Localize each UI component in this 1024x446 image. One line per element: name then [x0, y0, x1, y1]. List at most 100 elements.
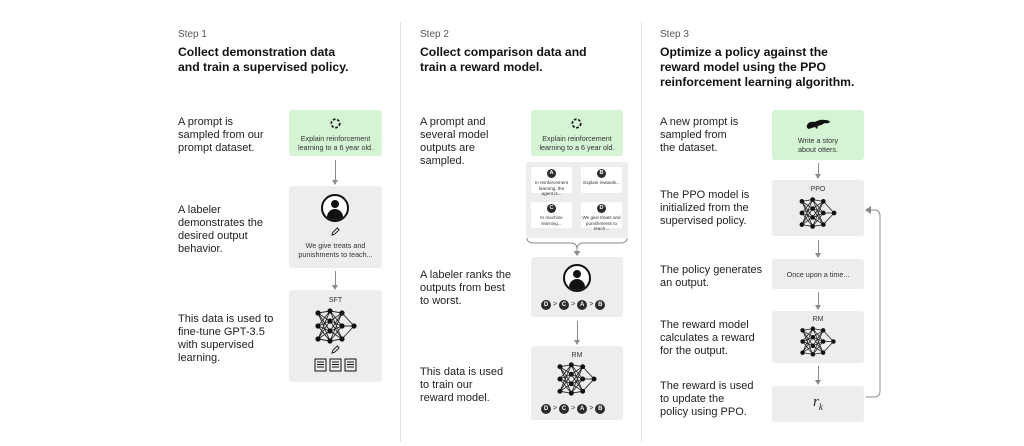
prompt-box: Explain reinforcement learning to a 6 ye…	[531, 110, 623, 156]
rank-badge: B	[595, 403, 606, 414]
openai-logo-icon	[571, 118, 582, 129]
rank-separator: >	[589, 301, 594, 308]
desc-line: to worst.	[420, 295, 462, 307]
output-letter-badge: B	[597, 169, 606, 178]
flow-arrow	[574, 321, 580, 345]
desc-line: sampled from our	[178, 129, 264, 141]
pencil-icon	[331, 345, 340, 354]
step-description: The reward model calculates a reward for…	[660, 319, 755, 358]
rank-badge: A	[577, 299, 588, 310]
rank-separator: >	[553, 405, 558, 412]
step-title: Collect comparison data and train a rewa…	[420, 45, 587, 75]
pencil-icon	[331, 227, 340, 236]
desc-line: sampled from	[660, 129, 727, 141]
output-text: We give treats and punishments to teach.…	[581, 215, 622, 232]
prompt-text: Explain reinforcement learning to a 6 ye…	[531, 134, 623, 152]
model-output-card: B Explain rewards...	[581, 167, 622, 193]
step-title-line: reinforcement learning algorithm.	[660, 75, 855, 89]
step-title: Collect demonstration data and train a s…	[178, 45, 348, 75]
desc-line: an output.	[660, 277, 709, 289]
rank-badge: C	[559, 299, 570, 310]
desc-line: for the output.	[660, 345, 728, 357]
prompt-text: Explain reinforcement learning to a 6 ye…	[289, 134, 382, 152]
desc-line: with supervised	[178, 339, 254, 351]
policy-output-text: Once upon a time...	[786, 270, 850, 279]
prompt-line: about otters.	[798, 145, 838, 154]
flow-arrow	[332, 271, 338, 290]
reward-symbol: rk	[813, 394, 823, 412]
model-output-card: A In reinforcement learning, the agent i…	[531, 167, 572, 196]
desc-line: The reward model	[660, 319, 749, 331]
desc-line: sampled.	[420, 155, 465, 167]
desc-line: behavior.	[178, 243, 223, 255]
desc-line: learning.	[178, 352, 221, 364]
desc-line: This data is used to	[178, 313, 274, 325]
rank-badge: A	[577, 403, 588, 414]
desc-line: The policy generates	[660, 264, 763, 276]
desc-line: outputs are	[420, 142, 476, 154]
labeler-ranking-box: D > C > A > B	[531, 257, 623, 317]
prompt-line: learning to a 6 year old.	[539, 143, 615, 152]
output-letter-badge: C	[547, 204, 556, 213]
output-line: learning...	[541, 220, 562, 226]
prompt-text: Write a story about otters.	[772, 136, 864, 154]
step-number: Step 2	[420, 29, 449, 40]
step-number: Step 1	[178, 29, 207, 40]
model-output-card: C In machine learning...	[531, 202, 572, 228]
output-line: punishments to	[585, 220, 618, 226]
output-letter-badge: A	[547, 169, 556, 178]
prompt-box: Write a story about otters.	[772, 110, 864, 160]
model-outputs-box: A In reinforcement learning, the agent i…	[526, 162, 628, 238]
step-title: Optimize a policy against the reward mod…	[660, 45, 854, 90]
desc-line: A labeler	[178, 204, 221, 216]
desc-line: A labeler ranks the	[420, 269, 512, 281]
model-label: RM	[571, 352, 583, 359]
openai-logo-icon	[330, 118, 341, 129]
reward-box: rk	[772, 386, 864, 422]
bracket-connector	[526, 238, 628, 256]
desc-line: desired output	[178, 230, 248, 242]
reward-subscript: k	[818, 402, 823, 412]
rank-badge: D	[541, 403, 551, 414]
output-line: learning, the	[538, 185, 565, 191]
flow-arrow	[815, 163, 821, 179]
policy-output-box: Once upon a time...	[772, 259, 864, 289]
step-title-line: Collect demonstration data	[178, 45, 336, 59]
output-line: agent is...	[541, 191, 562, 196]
output-line: teach...	[593, 226, 610, 231]
flow-arrow	[815, 292, 821, 310]
desc-line: The reward is used	[660, 380, 754, 392]
step-description: A prompt is sampled from our prompt data…	[178, 116, 264, 155]
desc-line: A new prompt is	[660, 116, 739, 128]
step-description: The policy generates an output.	[660, 264, 762, 290]
step-description: This data is used to train our reward mo…	[420, 366, 503, 405]
step-description: This data is used to fine-tune GPT-3.5 w…	[178, 313, 273, 365]
output-letter-badge: D	[597, 204, 606, 213]
desc-line: calculates a reward	[660, 332, 755, 344]
model-label: SFT	[328, 297, 343, 304]
ranking-order: D > C > A > B	[541, 403, 606, 414]
neural-network-icon	[799, 197, 837, 229]
output-text: Explain rewards...	[581, 180, 622, 186]
model-label: RM	[812, 316, 824, 323]
desc-line: initialized from the	[660, 202, 749, 214]
step-title-line: and train a supervised policy.	[178, 60, 349, 74]
desc-line: supervised policy.	[660, 215, 747, 227]
step-title-line: Optimize a policy against the	[660, 45, 828, 59]
desc-line: several model	[420, 129, 489, 141]
document-stack-icon	[314, 358, 357, 372]
demo-line: We give treats and	[305, 241, 366, 250]
ranking-order: D > C > A > B	[541, 299, 606, 310]
prompt-line: Write a story	[797, 136, 839, 145]
desc-line: prompt dataset.	[178, 142, 255, 154]
output-text: In reinforcement learning, the agent is.…	[531, 180, 572, 197]
flow-arrow	[332, 160, 338, 185]
desc-line: policy using PPO.	[660, 406, 747, 418]
person-icon	[563, 264, 591, 292]
desc-line: The PPO model is	[660, 189, 750, 201]
step-title-line: Collect comparison data and	[420, 45, 587, 59]
output-line: In reinforcement	[534, 180, 569, 185]
column-divider	[641, 22, 642, 442]
output-text: In machine learning...	[531, 215, 572, 226]
rank-badge: D	[541, 299, 551, 310]
